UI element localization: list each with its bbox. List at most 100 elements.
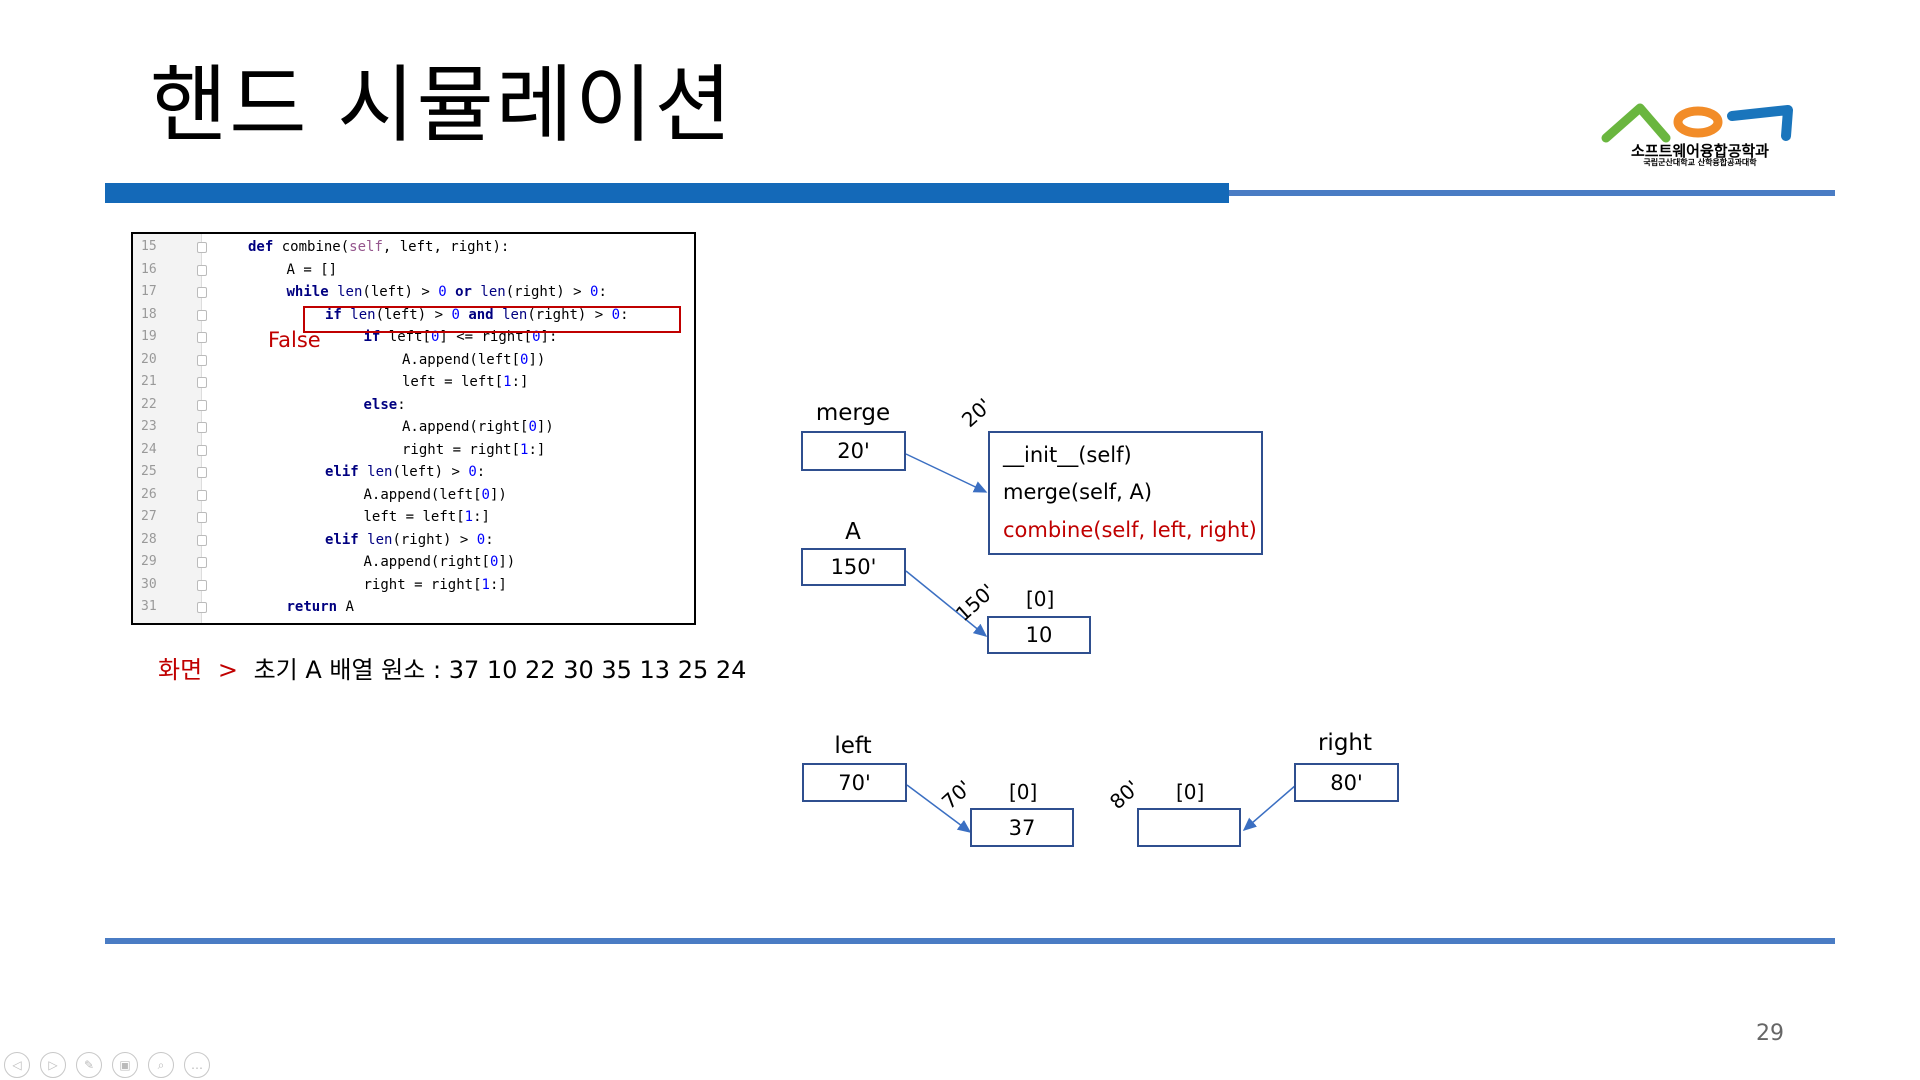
line-number: 30 xyxy=(141,576,157,592)
more-icon[interactable]: … xyxy=(184,1052,210,1078)
title-bar-thick xyxy=(105,183,1229,203)
fold-marker-icon xyxy=(197,444,207,456)
line-number: 17 xyxy=(141,284,157,299)
left-index: [0] xyxy=(1009,780,1038,804)
merge-ref-box: 20' xyxy=(801,431,906,471)
a-label: A xyxy=(845,519,861,545)
line-number: 20 xyxy=(141,351,157,367)
line-number: 25 xyxy=(141,464,157,479)
code-text: if len(left) > 0 and len(right) > 0: xyxy=(325,306,629,323)
code-text: if left[0] <= right[0]: xyxy=(363,329,558,345)
merge-label: merge xyxy=(815,400,891,426)
code-line: 19 if left[0] <= right[0]: xyxy=(133,326,694,349)
right-ref-box: 80' xyxy=(1294,763,1399,802)
fold-marker-icon xyxy=(197,287,207,298)
prev-icon[interactable]: ◁ xyxy=(4,1052,30,1078)
merge-arrow xyxy=(905,453,988,493)
line-number: 28 xyxy=(141,531,157,547)
fold-marker-icon xyxy=(197,489,207,501)
fold-marker-icon xyxy=(197,422,207,433)
fold-marker-icon xyxy=(197,534,207,546)
line-number: 26 xyxy=(141,486,157,502)
fold-marker-icon xyxy=(197,557,207,568)
code-text: def combine(self, left, right): xyxy=(248,239,510,255)
code-text: left = left[1:] xyxy=(402,374,529,390)
code-line: 16 A = [] xyxy=(133,259,694,282)
logo-text: 소프트웨어융합공학과 xyxy=(1630,142,1769,160)
fold-marker-icon xyxy=(197,309,207,321)
line-number: 29 xyxy=(141,554,157,569)
code-text: A.append(left[0]) xyxy=(402,351,546,368)
screen-arrow: > xyxy=(217,656,238,684)
false-annotation: False xyxy=(268,328,321,352)
line-number: 23 xyxy=(141,419,157,434)
code-text: A = [] xyxy=(286,261,338,278)
code-text: while len(left) > 0 or len(right) > 0: xyxy=(286,284,607,300)
method-init: __init__(self) xyxy=(1003,443,1132,467)
fold-marker-icon xyxy=(197,467,207,478)
code-line: 15 def combine(self, left, right): xyxy=(133,236,694,259)
fold-marker-icon xyxy=(197,242,207,253)
fold-marker-icon xyxy=(197,264,207,276)
line-number: 21 xyxy=(141,374,157,389)
slides-icon[interactable]: ▣ xyxy=(112,1052,138,1078)
method-combine: combine(self, left, right) xyxy=(1003,518,1257,542)
code-text: right = right[1:] xyxy=(402,441,546,458)
fold-marker-icon xyxy=(197,332,207,343)
line-number: 15 xyxy=(141,239,157,254)
screen-text: 초기 A 배열 원소 : 37 10 22 30 35 13 25 24 xyxy=(253,656,747,684)
line-number: 19 xyxy=(141,329,157,344)
footer-bar xyxy=(105,938,1835,944)
code-line: 25 elif len(left) > 0: xyxy=(133,461,694,484)
right-label: right xyxy=(1317,730,1373,756)
code-line: 28 elif len(right) > 0: xyxy=(133,529,694,552)
screen-output-line: 화면 > 초기 A 배열 원소 : 37 10 22 30 35 13 25 2… xyxy=(158,650,746,685)
right-element-box xyxy=(1137,808,1241,847)
code-text: elif len(right) > 0: xyxy=(325,531,494,548)
line-number: 16 xyxy=(141,261,157,277)
code-line: 22 else: xyxy=(133,394,694,417)
code-line: 30 right = right[1:] xyxy=(133,574,694,597)
fold-marker-icon xyxy=(197,579,207,591)
slideshow-toolbar: ◁ ▷ ✎ ▣ ⌕ … xyxy=(4,1052,210,1080)
logo-subtext: 국립군산대학교 산학융합공과대학 xyxy=(1643,158,1757,167)
highlight-box xyxy=(303,306,681,333)
line-number: 22 xyxy=(141,396,157,412)
line-number: 27 xyxy=(141,509,157,524)
fold-marker-icon xyxy=(197,602,207,613)
a-element-box: 10 xyxy=(987,616,1091,654)
page-number: 29 xyxy=(1756,1021,1784,1046)
code-text: left = left[1:] xyxy=(363,509,490,525)
code-line: 17 while len(left) > 0 or len(right) > 0: xyxy=(133,281,694,304)
a-index: [0] xyxy=(1026,587,1055,611)
code-line: 20 A.append(left[0]) xyxy=(133,349,694,372)
code-line: 29 A.append(right[0]) xyxy=(133,551,694,574)
a-ref-box: 150' xyxy=(801,548,906,586)
code-screenshot: 15 def combine(self, left, right): 16 A = [… xyxy=(131,232,696,625)
code-line: 23 A.append(right[0]) xyxy=(133,416,694,439)
method-table: __init__(self) merge(self, A) combine(se… xyxy=(988,431,1263,555)
left-ref-box: 70' xyxy=(802,763,907,802)
code-text: A.append(right[0]) xyxy=(363,554,516,570)
department-logo xyxy=(1601,103,1793,143)
code-text: right = right[1:] xyxy=(363,576,507,593)
right-index: [0] xyxy=(1176,780,1205,804)
line-number: 24 xyxy=(141,441,157,457)
next-icon[interactable]: ▷ xyxy=(40,1052,66,1078)
code-line: 24 right = right[1:] xyxy=(133,439,694,462)
zoom-icon[interactable]: ⌕ xyxy=(148,1052,174,1078)
code-gutter xyxy=(133,234,201,623)
slide-title: 핸드 시뮬레이션 xyxy=(150,56,734,154)
code-text: return A xyxy=(286,599,354,615)
code-line: 21 left = left[1:] xyxy=(133,371,694,394)
code-text: elif len(left) > 0: xyxy=(325,464,486,480)
fold-marker-icon xyxy=(197,377,207,388)
right-arrow xyxy=(1242,784,1297,831)
code-line: 27 left = left[1:] xyxy=(133,506,694,529)
pen-icon[interactable]: ✎ xyxy=(76,1052,102,1078)
code-text: else: xyxy=(363,396,406,413)
code-text: A.append(right[0]) xyxy=(402,419,554,435)
